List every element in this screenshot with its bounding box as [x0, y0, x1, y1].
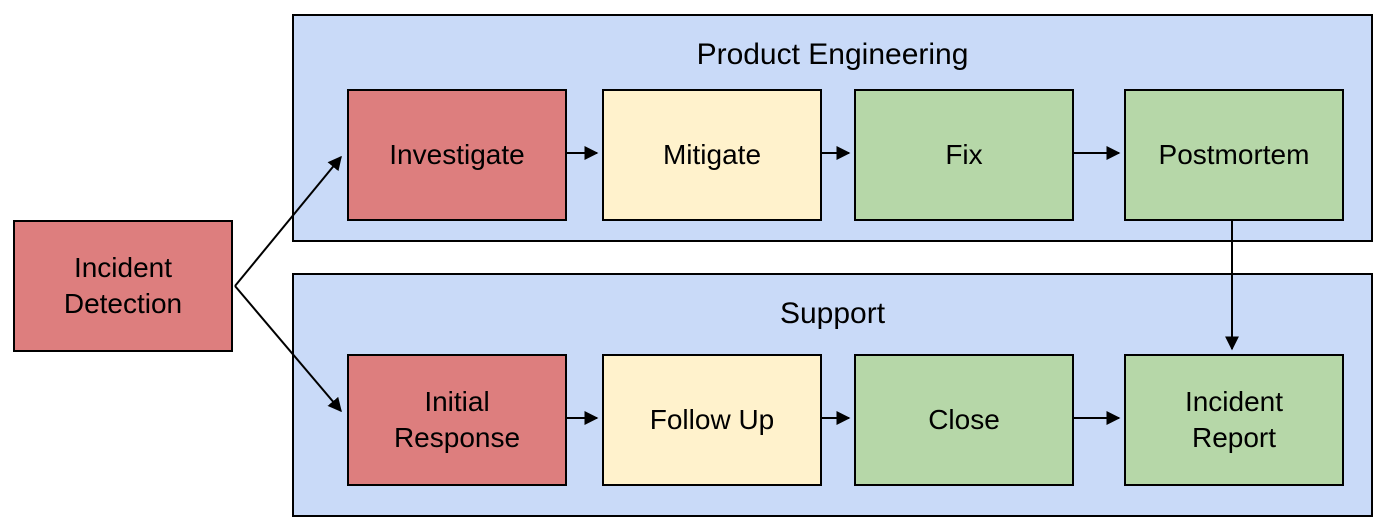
- node-investigate: Investigate: [347, 89, 567, 221]
- lane-title-support: Support: [779, 297, 886, 330]
- lane-title-product-engineering: Product Engineering: [696, 38, 969, 71]
- node-incident-report: Incident Report: [1124, 354, 1344, 486]
- node-close: Close: [854, 354, 1074, 486]
- node-fix: Fix: [854, 89, 1074, 221]
- lane-product-engineering: Product Engineering Investigate Mitigate…: [292, 14, 1373, 242]
- node-initial-response: Initial Response: [347, 354, 567, 486]
- node-postmortem: Postmortem: [1124, 89, 1344, 221]
- lane-support: Support Initial Response Follow Up Close…: [292, 273, 1373, 517]
- node-follow-up: Follow Up: [602, 354, 822, 486]
- node-mitigate: Mitigate: [602, 89, 822, 221]
- node-incident-detection: Incident Detection: [13, 220, 233, 352]
